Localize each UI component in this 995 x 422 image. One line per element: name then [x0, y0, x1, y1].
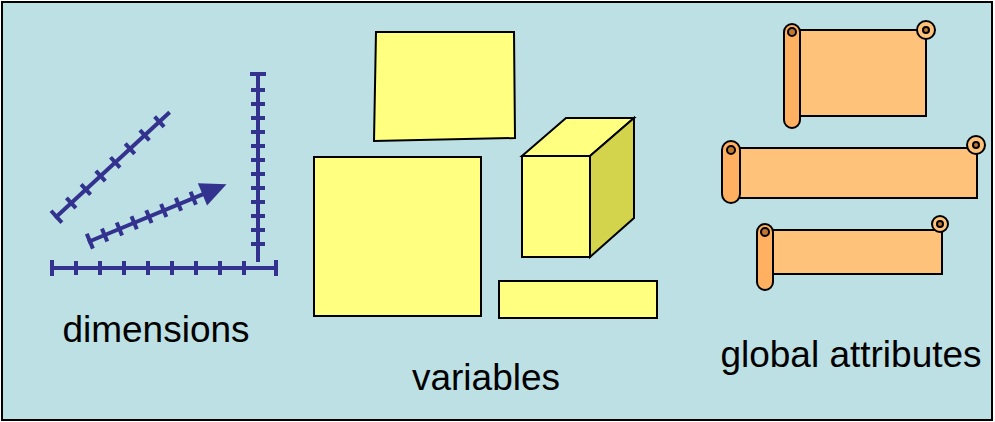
- variable-rect: [374, 32, 515, 141]
- arrow-axis: [83, 173, 231, 253]
- axis-group: [50, 72, 278, 276]
- vertical-axis: [250, 72, 266, 262]
- attribute-scroll: [722, 136, 985, 203]
- part-label: global attributes: [720, 335, 981, 376]
- attribute-scroll: [757, 216, 948, 290]
- cube-front: [522, 156, 590, 257]
- variable-shapes: [314, 32, 657, 318]
- part-label: dimensions: [62, 310, 249, 351]
- variable-square: [314, 157, 481, 316]
- scroll-group: [722, 21, 985, 290]
- attribute-scroll: [784, 21, 935, 128]
- diagonal-axis: [50, 106, 175, 224]
- variable-bar: [499, 281, 657, 318]
- part-label: variables: [412, 358, 560, 399]
- cube-side: [590, 118, 634, 257]
- horizontal-axis: [50, 260, 278, 276]
